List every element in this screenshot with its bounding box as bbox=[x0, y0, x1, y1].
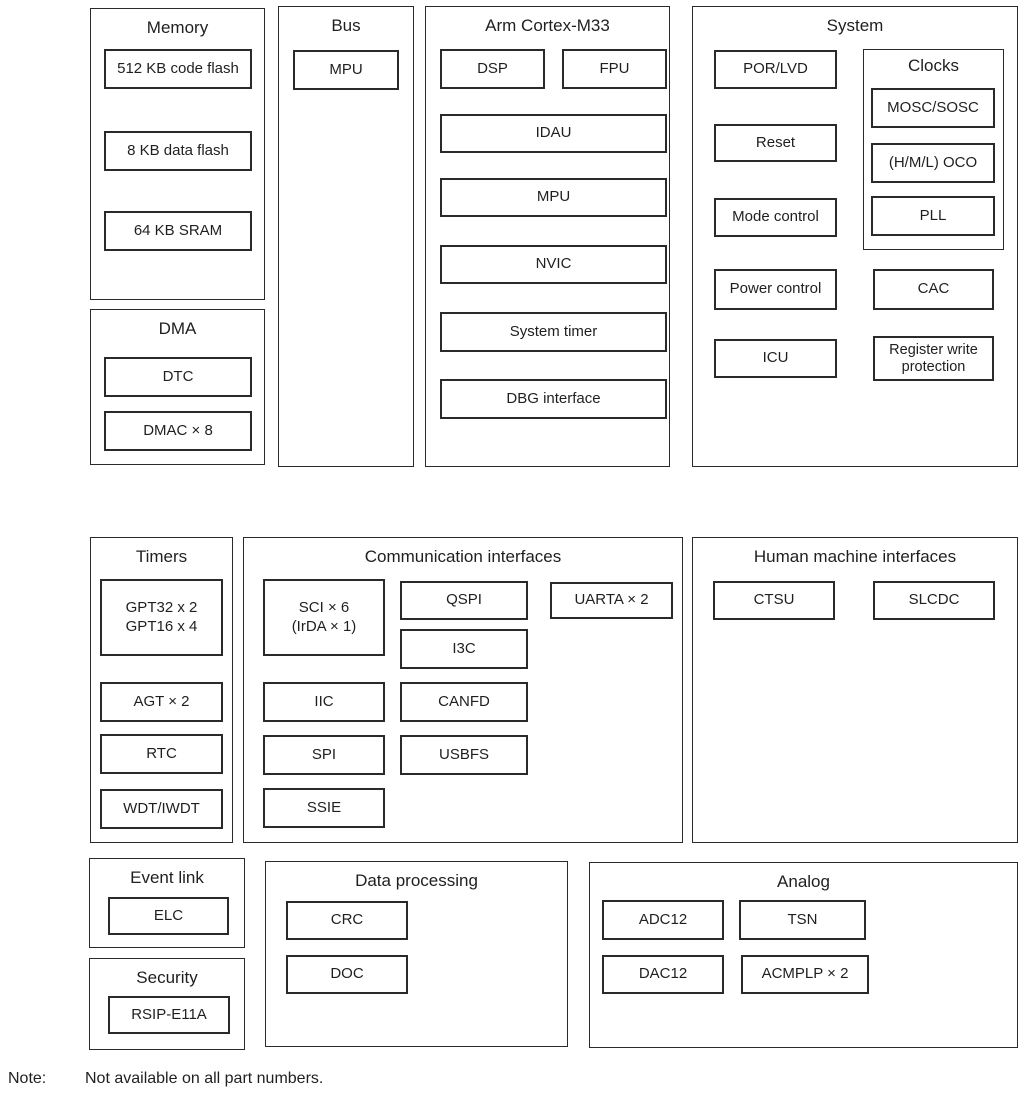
block-acmplp: ACMPLP × 2 bbox=[741, 955, 869, 994]
section-arm-cortex-m33: Arm Cortex-M33 DSP FPU IDAU MPU NVIC Sys… bbox=[425, 6, 670, 467]
block-bus-mpu: MPU bbox=[293, 50, 399, 90]
block-code-flash: 512 KB code flash bbox=[104, 49, 252, 89]
section-human-machine-interfaces: Human machine interfaces CTSU SLCDC bbox=[692, 537, 1018, 843]
block-data-flash: 8 KB data flash bbox=[104, 131, 252, 171]
block-power-control: Power control bbox=[714, 269, 837, 310]
analog-title: Analog bbox=[777, 872, 830, 891]
block-qspi: QSPI bbox=[400, 581, 528, 620]
gpt-line1: GPT32 x 2 bbox=[125, 598, 198, 616]
block-system-timer: System timer bbox=[440, 312, 667, 352]
block-fpu: FPU bbox=[562, 49, 667, 89]
timers-title: Timers bbox=[135, 547, 188, 566]
block-nvic: NVIC bbox=[440, 245, 667, 284]
block-sram: 64 KB SRAM bbox=[104, 211, 252, 251]
cortex-title: Arm Cortex-M33 bbox=[485, 16, 610, 35]
block-sci: SCI × 6 (IrDA × 1) bbox=[263, 579, 385, 656]
section-dma: DMA DTC DMAC × 8 bbox=[90, 309, 265, 465]
block-idau: IDAU bbox=[440, 114, 667, 153]
block-mosc-sosc: MOSC/SOSC bbox=[871, 88, 995, 128]
section-timers: Timers GPT32 x 2 GPT16 x 4 AGT × 2 RTC W… bbox=[90, 537, 233, 843]
block-iic: IIC bbox=[263, 682, 385, 722]
sci-line2: (IrDA × 1) bbox=[291, 617, 357, 635]
block-uarta: UARTA × 2 bbox=[550, 582, 673, 619]
block-cac: CAC bbox=[873, 269, 994, 310]
section-memory: Memory 512 KB code flash 8 KB data flash… bbox=[90, 8, 265, 300]
subsection-clocks: Clocks MOSC/SOSC (H/M/L) OCO PLL bbox=[863, 49, 1004, 250]
footnote-label: Note: bbox=[8, 1070, 47, 1087]
block-wdt-iwdt: WDT/IWDT bbox=[100, 789, 223, 829]
block-ssie: SSIE bbox=[263, 788, 385, 828]
memory-title: Memory bbox=[146, 18, 209, 37]
block-dmac: DMAC × 8 bbox=[104, 411, 252, 451]
block-canfd: CANFD bbox=[400, 682, 528, 722]
block-adc12: ADC12 bbox=[602, 900, 724, 940]
section-data-processing: Data processing CRC DOC bbox=[265, 861, 568, 1047]
block-hml-oco: (H/M/L) OCO bbox=[871, 143, 995, 183]
block-slcdc: SLCDC bbox=[873, 581, 995, 620]
bus-title: Bus bbox=[331, 16, 361, 35]
section-system: System POR/LVD Reset Mode control Power … bbox=[692, 6, 1018, 467]
footnote-text: Not available on all part numbers. bbox=[85, 1070, 324, 1087]
block-reset: Reset bbox=[714, 124, 837, 162]
sci-line1: SCI × 6 bbox=[298, 598, 350, 616]
block-dac12: DAC12 bbox=[602, 955, 724, 994]
block-register-write-protection: Register write protection bbox=[873, 336, 994, 381]
gpt-line2: GPT16 x 4 bbox=[125, 617, 198, 635]
block-rtc: RTC bbox=[100, 734, 223, 774]
comm-title: Communication interfaces bbox=[364, 547, 562, 566]
data-processing-title: Data processing bbox=[355, 871, 478, 890]
block-doc: DOC bbox=[286, 955, 408, 994]
block-gpt: GPT32 x 2 GPT16 x 4 bbox=[100, 579, 223, 656]
block-rsip-e11a: RSIP-E11A bbox=[108, 996, 230, 1034]
section-analog: Analog ADC12 TSN DAC12 ACMPLP × 2 bbox=[589, 862, 1018, 1048]
block-ctsu: CTSU bbox=[713, 581, 835, 620]
section-bus: Bus MPU bbox=[278, 6, 414, 467]
section-communication-interfaces: Communication interfaces SCI × 6 (IrDA ×… bbox=[243, 537, 683, 843]
block-i3c: I3C bbox=[400, 629, 528, 669]
block-icu: ICU bbox=[714, 339, 837, 378]
event-link-title: Event link bbox=[130, 868, 204, 887]
block-crc: CRC bbox=[286, 901, 408, 940]
block-pll: PLL bbox=[871, 196, 995, 236]
block-spi: SPI bbox=[263, 735, 385, 775]
clocks-title: Clocks bbox=[907, 56, 959, 75]
block-por-lvd: POR/LVD bbox=[714, 50, 837, 89]
dma-title: DMA bbox=[158, 319, 197, 338]
section-event-link: Event link ELC bbox=[89, 858, 245, 948]
block-dbg-interface: DBG interface bbox=[440, 379, 667, 419]
system-title: System bbox=[826, 16, 884, 35]
block-cortex-mpu: MPU bbox=[440, 178, 667, 217]
hmi-title: Human machine interfaces bbox=[753, 547, 957, 566]
block-dsp: DSP bbox=[440, 49, 545, 89]
block-usbfs: USBFS bbox=[400, 735, 528, 775]
block-tsn: TSN bbox=[739, 900, 866, 940]
section-security: Security RSIP-E11A bbox=[89, 958, 245, 1050]
block-agt: AGT × 2 bbox=[100, 682, 223, 722]
security-title: Security bbox=[136, 968, 198, 987]
block-mode-control: Mode control bbox=[714, 198, 837, 237]
block-dtc: DTC bbox=[104, 357, 252, 397]
block-elc: ELC bbox=[108, 897, 229, 935]
footnote: Note: Not available on all part numbers. bbox=[8, 1070, 323, 1088]
